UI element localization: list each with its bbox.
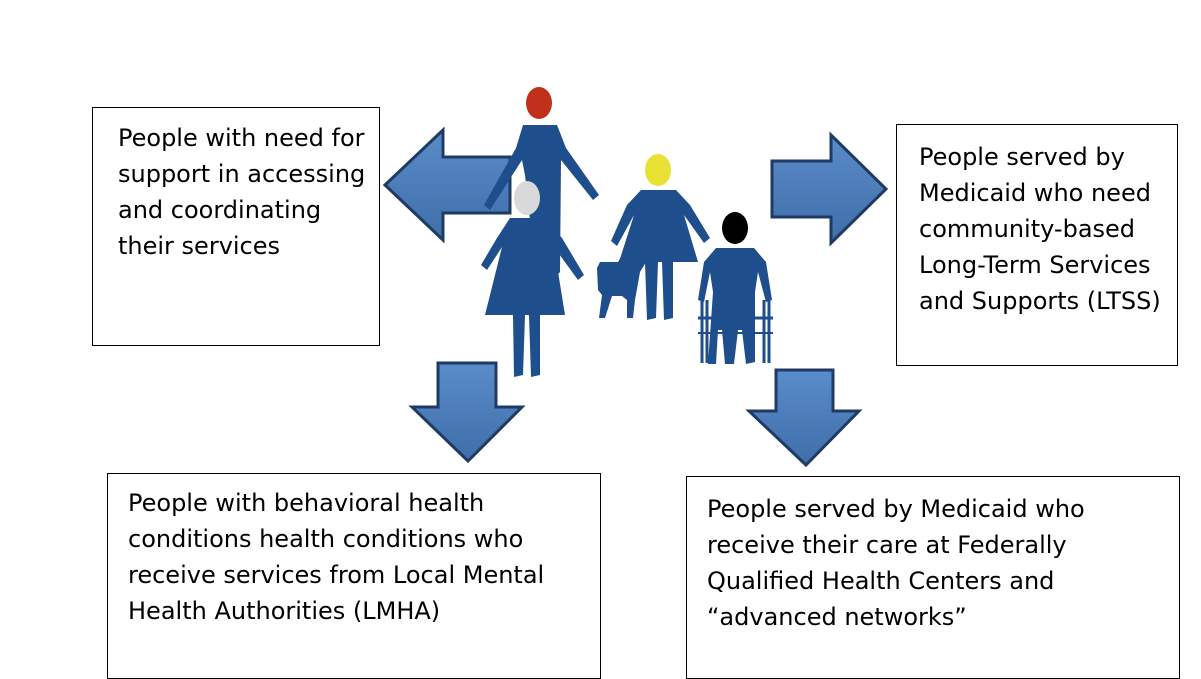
arrow-down-icon <box>408 361 526 464</box>
wheelchair-icon <box>698 212 773 364</box>
person-icon <box>611 154 710 320</box>
lmha-box: People with behavioral health conditions… <box>107 473 601 679</box>
ltss-text: People served by Medicaid who need commu… <box>919 143 1161 315</box>
ltss-box: People served by Medicaid who need commu… <box>896 124 1178 366</box>
support-coordination-box: People with need for support in accessin… <box>92 107 380 346</box>
arrow-down-icon <box>745 368 863 468</box>
arrow-left-icon <box>382 126 512 244</box>
dog-icon <box>597 224 646 318</box>
person-icon <box>484 87 599 280</box>
fqhc-box: People served by Medicaid who receive th… <box>686 476 1180 679</box>
support-coordination-text: People with need for support in accessin… <box>118 124 366 260</box>
lmha-text: People with behavioral health conditions… <box>128 489 545 625</box>
person-icon <box>481 181 584 377</box>
fqhc-text: People served by Medicaid who receive th… <box>707 495 1085 631</box>
arrow-right-icon <box>770 131 889 247</box>
